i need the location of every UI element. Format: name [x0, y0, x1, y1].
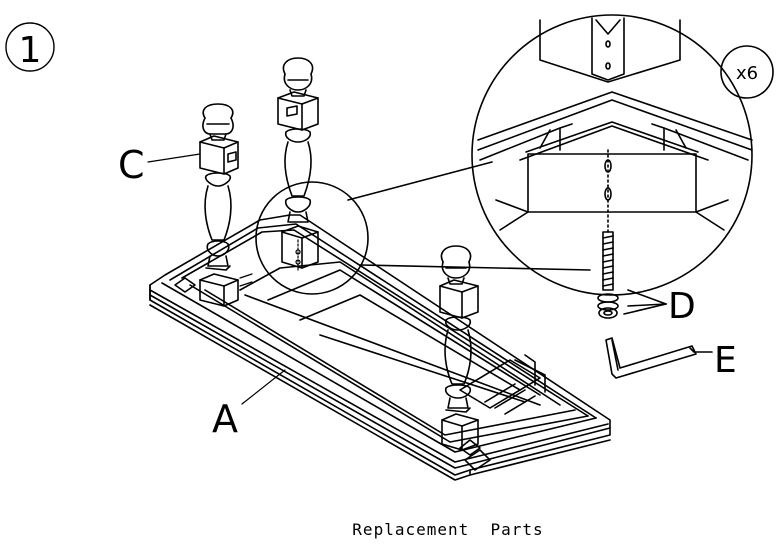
callout-leg-c: C [118, 143, 145, 187]
callout-tabletop-a: A [212, 397, 238, 441]
zoom-detail-circle [471, 14, 753, 319]
footer-text: Replacement Parts [352, 520, 544, 539]
zoom-source-circle [255, 161, 591, 295]
callout-leaders [147, 153, 286, 405]
quantity-badge [720, 45, 774, 99]
leg-left [199, 103, 239, 307]
quantity-label: x6 [736, 63, 758, 84]
leg-right [439, 245, 479, 451]
callout-bolts-d: D [668, 286, 696, 327]
allen-key [605, 337, 713, 379]
step-number: 1 [19, 30, 42, 71]
bolt-markers [239, 239, 301, 287]
callout-allen-key-e: E [714, 340, 737, 381]
leg-back [277, 57, 319, 269]
step-number-badge [5, 22, 55, 72]
